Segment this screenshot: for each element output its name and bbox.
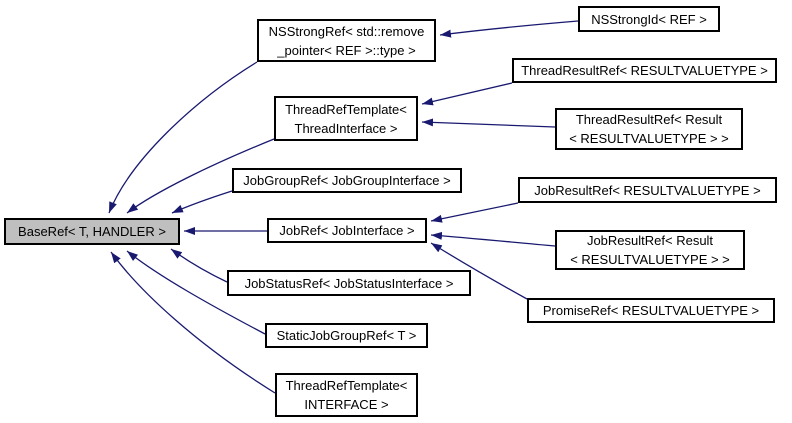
node-promiseref[interactable]: PromiseRef< RESULTVALUETYPE > xyxy=(527,298,775,323)
node-jobgroupref[interactable]: JobGroupRef< JobGroupInterface > xyxy=(232,168,462,193)
node-nsstrongid[interactable]: NSStrongId< REF > xyxy=(578,6,720,32)
node-nsstrongref[interactable]: NSStrongRef< std::remove _pointer< REF >… xyxy=(257,19,436,62)
edge-threadresultref-result-to-threadreftemplate xyxy=(421,118,556,128)
edge-promiseref-to-jobref xyxy=(430,242,528,300)
edge-jobgroupref-to-baseref xyxy=(171,190,233,214)
edge-jobresultref-to-jobref xyxy=(430,202,519,223)
edge-threadreftemplate-interface-to-baseref xyxy=(110,251,276,394)
node-jobstatusref[interactable]: JobStatusRef< JobStatusInterface > xyxy=(227,270,471,296)
edge-jobresultref-result-to-jobref xyxy=(430,231,556,247)
edge-staticjobgroupref-to-baseref xyxy=(126,250,266,335)
node-jobresultref[interactable]: JobResultRef< RESULTVALUETYPE > xyxy=(518,177,777,203)
edge-jobstatusref-to-baseref xyxy=(170,248,228,283)
node-threadreftemplate-interface[interactable]: ThreadRefTemplate< INTERFACE > xyxy=(275,373,418,417)
edge-nsstrongid-to-nsstrongref xyxy=(439,20,579,38)
node-threadresultref[interactable]: ThreadResultRef< RESULTVALUETYPE > xyxy=(512,58,777,83)
node-jobref[interactable]: JobRef< JobInterface > xyxy=(267,218,427,243)
node-jobresultref-result[interactable]: JobResultRef< Result < RESULTVALUETYPE >… xyxy=(555,230,745,270)
edge-threadresultref-to-threadreftemplate xyxy=(421,82,513,106)
edge-nsstrongref-to-baseref xyxy=(108,61,258,214)
edge-threadreftemplate-threadinterface-to-baseref xyxy=(126,138,275,214)
node-staticjobgroupref[interactable]: StaticJobGroupRef< T > xyxy=(265,323,428,348)
node-threadresultref-result[interactable]: ThreadResultRef< Result < RESULTVALUETYP… xyxy=(555,108,743,150)
node-baseref: BaseRef< T, HANDLER > xyxy=(4,218,180,245)
node-threadreftemplate-threadinterface[interactable]: ThreadRefTemplate< ThreadInterface > xyxy=(274,96,418,141)
